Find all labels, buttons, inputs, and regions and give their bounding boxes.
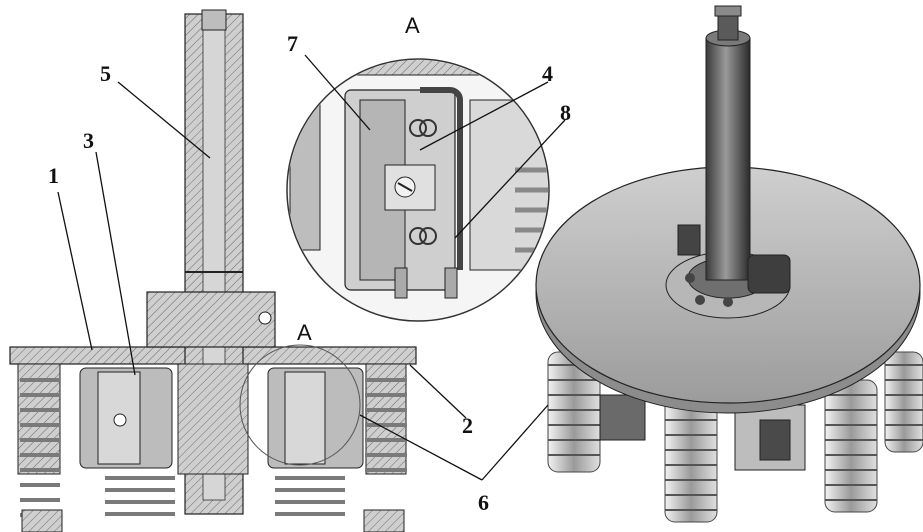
rod [705,37,751,281]
clamp-block [146,291,276,348]
callout-2: 2 [462,413,473,438]
callout-8: 8 [560,100,571,125]
section-view [9,9,417,532]
callout-5: 5 [100,61,111,86]
callout-6: 6 [478,490,489,515]
detail-a-title: A [405,13,420,38]
isometric-view [535,5,923,523]
leader-lines [57,54,566,481]
section-a-marker: A [297,320,312,345]
callout-4: 4 [542,61,553,86]
detail-a-view [286,58,550,322]
section-a-circle [239,344,361,466]
callout-3: 3 [83,128,94,153]
callout-1: 1 [48,163,59,188]
section-springs [20,378,407,517]
iso-springs [547,351,923,523]
callout-7: 7 [287,31,298,56]
